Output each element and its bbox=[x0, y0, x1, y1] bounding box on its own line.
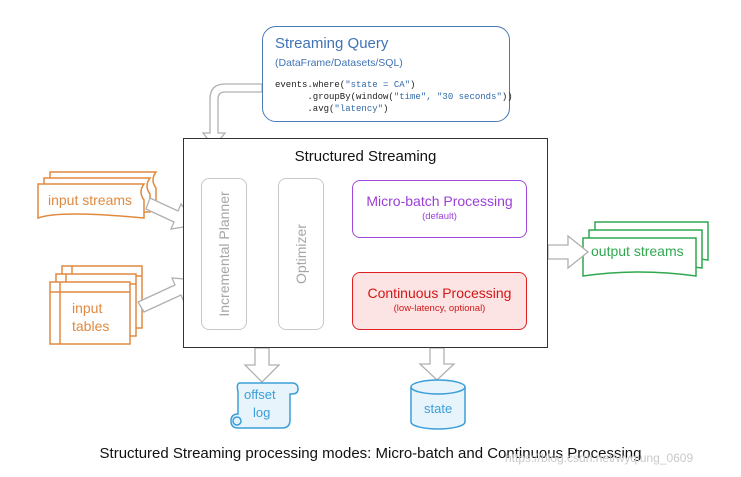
figure-caption: Structured Streaming processing modes: M… bbox=[99, 445, 642, 462]
incremental-planner-box: Incremental Planner bbox=[201, 178, 247, 330]
offset-log-arrow bbox=[243, 347, 281, 383]
state-icon bbox=[410, 379, 466, 430]
output-arrow bbox=[547, 234, 590, 270]
optimizer-label: Optimizer bbox=[293, 224, 309, 284]
input-tables-label-2: tables bbox=[72, 318, 110, 334]
microbatch-subtitle: (default) bbox=[422, 211, 457, 222]
output-streams-label: output streams bbox=[591, 243, 684, 259]
incremental-planner-label: Incremental Planner bbox=[216, 191, 232, 317]
state-arrow bbox=[418, 347, 456, 381]
input-tables-label-1: input bbox=[72, 300, 103, 316]
main-title: Structured Streaming bbox=[294, 148, 437, 165]
streaming-query-box: Streaming Query (DataFrame/Datasets/SQL)… bbox=[262, 26, 513, 122]
input-tables-icon bbox=[49, 265, 143, 345]
microbatch-box: Micro-batch Processing (default) bbox=[352, 180, 527, 238]
code-line-1: events.where("state = CA") bbox=[275, 80, 416, 90]
offset-log-icon bbox=[230, 382, 299, 429]
query-subtitle: (DataFrame/Datasets/SQL) bbox=[275, 57, 403, 69]
code-line-3: .avg("latency") bbox=[275, 104, 389, 114]
offset-log-label-2: log bbox=[253, 405, 271, 420]
continuous-title: Continuous Processing bbox=[367, 285, 512, 301]
continuous-box: Continuous Processing (low-latency, opti… bbox=[352, 272, 527, 330]
code-line-2: .groupBy(window("time", "30 seconds")) bbox=[275, 92, 513, 102]
output-streams-icon bbox=[582, 221, 709, 277]
watermark: https://blog.csdn.net/wyqiung_0609 bbox=[505, 451, 694, 465]
microbatch-title: Micro-batch Processing bbox=[366, 193, 513, 209]
offset-log-label-1: offset bbox=[244, 387, 276, 402]
input-streams-label: input streams bbox=[48, 192, 133, 208]
query-title: Streaming Query bbox=[275, 35, 389, 52]
state-label: state bbox=[424, 401, 453, 416]
continuous-subtitle: (low-latency, optional) bbox=[393, 303, 486, 314]
optimizer-box: Optimizer bbox=[278, 178, 324, 330]
input-streams-icon bbox=[37, 171, 158, 220]
